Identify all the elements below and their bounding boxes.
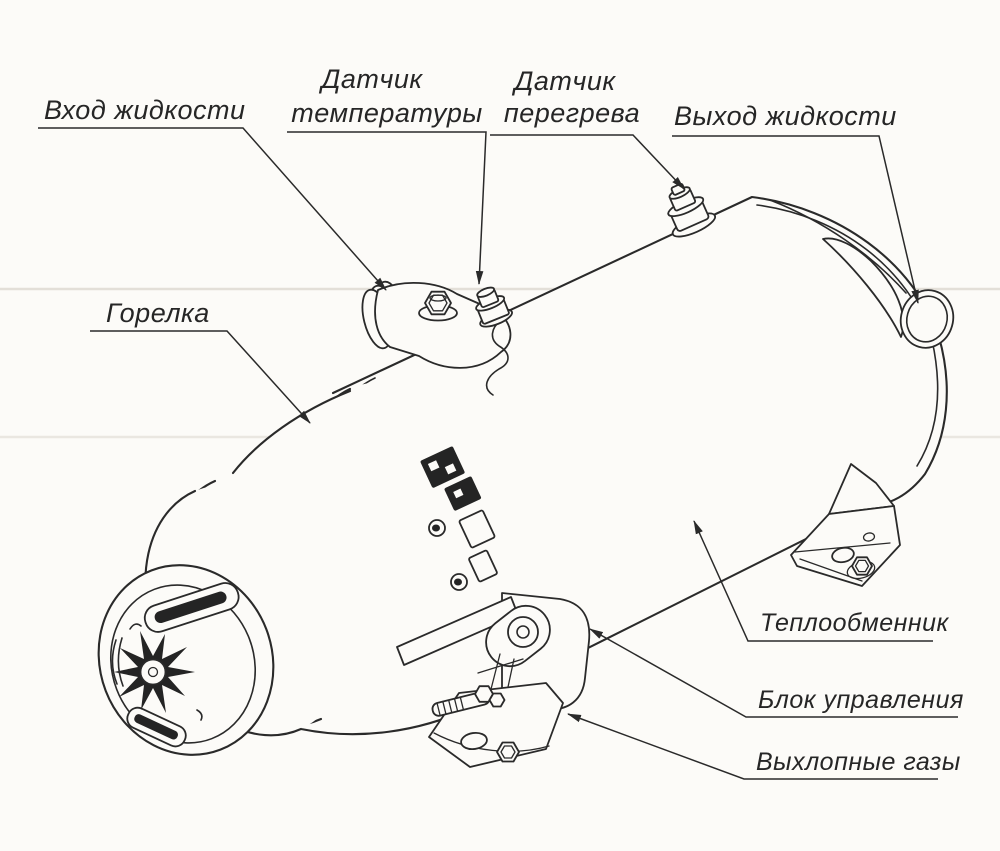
temperature-sensor-fitting bbox=[475, 286, 513, 328]
cone-top-edge bbox=[231, 389, 352, 475]
band-bolt-head bbox=[454, 578, 462, 586]
inlet-flange bbox=[374, 282, 512, 369]
leader-burner bbox=[90, 330, 311, 424]
connector-key bbox=[444, 463, 457, 475]
outlet-pipe bbox=[769, 199, 955, 349]
leader-lines bbox=[38, 127, 958, 780]
leader-overheat-sensor bbox=[490, 134, 685, 190]
connector-blocks bbox=[420, 446, 498, 591]
fan-hub-hole bbox=[147, 666, 159, 678]
mount-hole bbox=[831, 546, 855, 564]
leader-liquid-inlet bbox=[38, 127, 387, 291]
connector-key bbox=[453, 488, 464, 499]
label-liquid-outlet: Выход жидкости bbox=[674, 101, 897, 131]
connector-block bbox=[444, 476, 482, 511]
label-liquid-inlet: Вход жидкости bbox=[44, 95, 246, 125]
slot-slit bbox=[154, 591, 227, 624]
leader-temperature-sensor bbox=[287, 131, 487, 285]
air-slot-top bbox=[143, 582, 240, 633]
clamp-arm-assembly bbox=[396, 596, 551, 702]
connector-key bbox=[427, 460, 440, 472]
hex-nut bbox=[424, 290, 452, 316]
fan-hub bbox=[139, 658, 167, 686]
mount-hole bbox=[460, 731, 488, 751]
hinge-hole bbox=[516, 625, 530, 639]
label-temperature-sensor-line2: температуры bbox=[291, 98, 482, 128]
label-overheat-sensor-line1: Датчик bbox=[511, 66, 616, 96]
inlet-fitting bbox=[361, 280, 512, 396]
leader-control-unit bbox=[589, 628, 958, 718]
overheat-sensor-fitting bbox=[667, 182, 717, 238]
label-control-unit: Блок управления bbox=[758, 686, 964, 714]
hex-bolt bbox=[496, 741, 520, 763]
stud-ribs bbox=[436, 696, 465, 717]
label-heat-exchanger: Теплообменник bbox=[760, 609, 950, 637]
connector-block bbox=[420, 446, 465, 488]
terminal-box bbox=[458, 509, 496, 549]
hex-bolt-inner bbox=[854, 559, 870, 573]
slot-slit bbox=[134, 714, 178, 740]
leader-exhaust-gases bbox=[567, 713, 938, 780]
label-temperature-sensor-line1: Датчик bbox=[318, 64, 423, 94]
flange-tail-line bbox=[485, 319, 509, 396]
hinge-ring bbox=[507, 616, 539, 648]
stud-nut bbox=[488, 692, 506, 708]
mounting-bracket-left bbox=[428, 682, 564, 768]
bracket-fold-line bbox=[433, 732, 550, 752]
band-bolt-head bbox=[432, 524, 440, 532]
face-detail-arcs bbox=[111, 623, 203, 721]
nut-top bbox=[429, 294, 447, 302]
mounting-bracket-right bbox=[790, 463, 901, 587]
pipe-mouth-inner bbox=[905, 295, 949, 343]
leader-heat-exchanger bbox=[693, 520, 933, 642]
sensor-top bbox=[476, 286, 495, 298]
burner-face bbox=[97, 564, 275, 756]
pipe-upper-edge bbox=[769, 199, 907, 294]
label-overheat-sensor-line2: перегрева bbox=[504, 98, 640, 128]
stud-nut bbox=[474, 685, 494, 703]
callout-labels: Вход жидкости Датчик температуры Датчик … bbox=[44, 64, 964, 776]
label-burner: Горелка bbox=[106, 298, 210, 328]
air-slot-bottom bbox=[126, 706, 187, 748]
small-hole bbox=[862, 532, 876, 542]
label-exhaust-gases: Выхлопные газы bbox=[756, 748, 961, 776]
leader-liquid-outlet bbox=[672, 135, 919, 304]
connector-body bbox=[420, 446, 465, 488]
terminal-box bbox=[468, 549, 498, 583]
hex-bolt-inner bbox=[500, 745, 516, 759]
cylinder-outline bbox=[331, 195, 948, 718]
hex-bolt bbox=[851, 556, 873, 576]
pipe-mouth-outer bbox=[899, 289, 955, 349]
face-inner-ring bbox=[109, 584, 257, 744]
